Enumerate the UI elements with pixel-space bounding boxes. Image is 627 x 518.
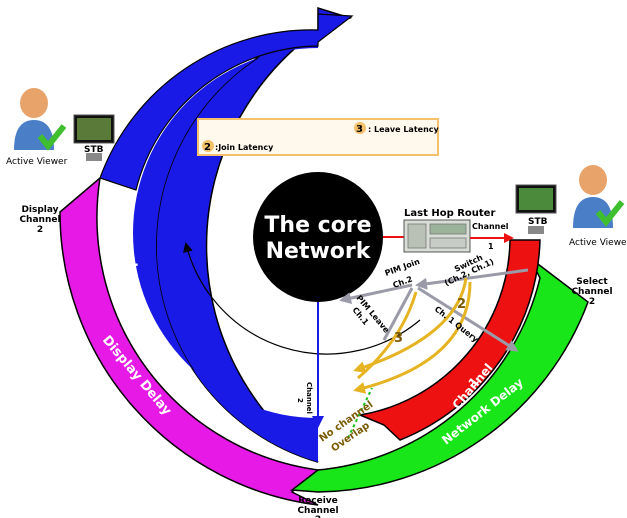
legend-leave-text: : Leave Latency bbox=[368, 125, 440, 134]
channel-1-link-label-2: 1 bbox=[488, 242, 494, 251]
join-latency-arrow bbox=[353, 277, 468, 373]
display-channel-label-2: Channel bbox=[19, 215, 60, 225]
display-channel-label-1: Display bbox=[21, 205, 58, 215]
channel-2-arc-body bbox=[133, 30, 318, 462]
legend-join-text: :Join Latency bbox=[215, 143, 274, 152]
channel-2-arc-top bbox=[99, 13, 354, 191]
channel-2-down-label-1: Channel bbox=[305, 382, 313, 414]
channel-2-down-label-2: 2 bbox=[296, 398, 304, 403]
pim-join-arrow bbox=[339, 283, 413, 304]
num-3-label: 3 bbox=[394, 331, 403, 346]
receive-channel-label-3: 2 bbox=[315, 515, 321, 518]
router-icon bbox=[403, 219, 471, 253]
right-viewer-label: Active Viewe bbox=[569, 238, 627, 248]
right-viewer-avatar bbox=[573, 165, 625, 228]
receive-channel-label-1: Receive bbox=[298, 496, 338, 506]
right-stb-label: STB bbox=[528, 217, 548, 227]
left-tv-icon bbox=[73, 114, 115, 161]
query-arrow bbox=[417, 286, 519, 352]
channel-1-arc bbox=[357, 239, 541, 441]
right-tv-icon bbox=[515, 184, 557, 234]
channel-1-link-label-1: Channel bbox=[472, 222, 509, 231]
receive-channel-label-2: Channel bbox=[297, 506, 338, 516]
leave-latency-arrow bbox=[353, 281, 472, 394]
select-channel-label-3: 2 bbox=[589, 297, 595, 307]
channel-2-arc-label-2: 2 bbox=[98, 226, 114, 238]
left-viewer-label: Active Viewer bbox=[6, 157, 68, 167]
switch-arrow bbox=[415, 268, 529, 290]
core-network-circle bbox=[253, 172, 383, 302]
pim-leave-arrow bbox=[382, 287, 414, 341]
core-line1: The core bbox=[264, 213, 371, 238]
num-2-label: 2 bbox=[457, 297, 466, 312]
pim-join-label-1: PIM Join bbox=[384, 257, 422, 278]
select-channel-label-2: Channel bbox=[571, 287, 612, 297]
leave-latency-arrow-2 bbox=[357, 291, 418, 380]
display-channel-label-3: 2 bbox=[37, 225, 43, 235]
legend-leave-num: 3 bbox=[356, 124, 363, 135]
legend-join-num: 2 bbox=[204, 142, 211, 153]
core-line2: Network bbox=[266, 239, 372, 264]
left-stb-label: STB bbox=[84, 145, 104, 155]
legend-box bbox=[197, 118, 439, 156]
left-viewer-avatar bbox=[14, 88, 67, 151]
process-arc bbox=[183, 242, 421, 355]
select-channel-label-1: Select bbox=[576, 277, 608, 287]
router-label: Last Hop Router bbox=[404, 208, 495, 219]
network-delay-arc bbox=[289, 257, 589, 493]
